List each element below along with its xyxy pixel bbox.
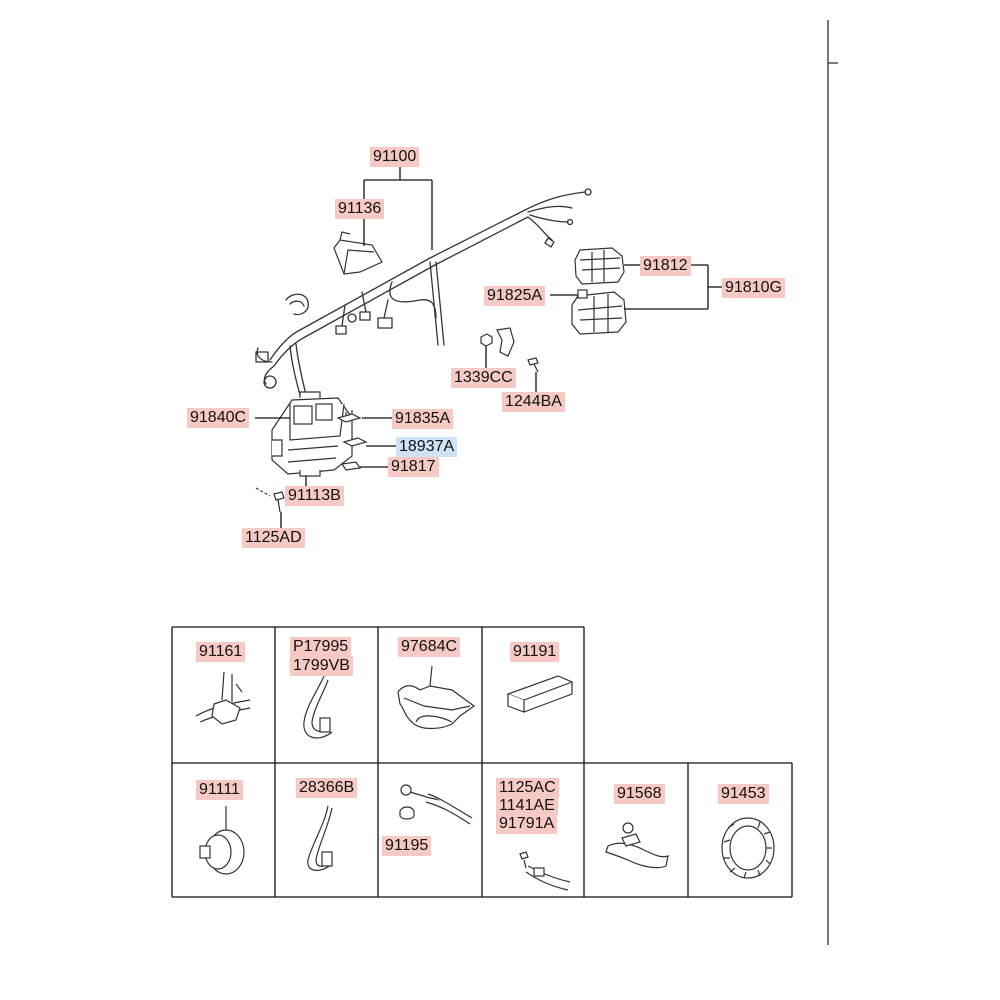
label-91161[interactable]: 91161 [196,642,246,662]
main-harness-drawing [255,188,592,396]
label-91791A[interactable]: 91791A [496,814,558,834]
label-1799VB[interactable]: 1799VB [290,656,353,676]
label-91568[interactable]: 91568 [614,784,665,804]
label-91835A[interactable]: 91835A [392,409,454,429]
leader-lines [255,166,722,528]
label-91817[interactable]: 91817 [388,457,439,477]
holder-clip-icon [605,822,669,869]
label-1125AD[interactable]: 1125AD [242,528,305,548]
clip-bracket-drawing [333,231,383,275]
relay-box-drawing [571,247,627,335]
bolt-wire-icon [519,851,571,891]
grommet-clip-icon [195,671,251,725]
junction-box-drawing [271,391,368,477]
label-97684C[interactable]: 97684C [398,637,461,657]
label-28366B[interactable]: 28366B [296,778,358,798]
rubber-grommet-icon [199,806,245,875]
label-1125AC[interactable]: 1125AC [496,778,559,798]
label-91812[interactable]: 91812 [640,256,691,276]
band-clip-icon [307,805,333,871]
wire-eyelet-icon [399,784,473,825]
bolt-left-drawing [255,487,285,513]
label-1244BA[interactable]: 1244BA [502,392,565,412]
label-91191[interactable]: 91191 [510,642,560,662]
label-P17995[interactable]: P17995 [290,637,352,657]
page-border-lines [827,20,838,945]
label-1141AE[interactable]: 1141AE [496,796,558,816]
label-91840C[interactable]: 91840C [187,408,250,428]
label-91136[interactable]: 91136 [335,199,385,219]
label-18937A[interactable]: 18937A [396,437,458,457]
label-1339CC[interactable]: 1339CC [451,368,516,388]
label-91100[interactable]: 91100 [370,147,420,167]
label-91453[interactable]: 91453 [718,784,769,804]
label-91825A[interactable]: 91825A [484,286,546,306]
parts-table-grid [171,626,793,898]
label-91195[interactable]: 91195 [382,836,432,856]
tape-pad-icon [506,675,574,713]
cable-tie-icon [303,667,333,739]
nut-bolt-drawing [480,327,539,373]
label-91111[interactable]: 91111 [196,780,243,800]
label-91113B[interactable]: 91113B [285,486,344,506]
protector-bracket-icon [397,665,476,730]
label-91810G[interactable]: 91810G [722,278,785,298]
ring-grommet-icon [721,817,775,879]
